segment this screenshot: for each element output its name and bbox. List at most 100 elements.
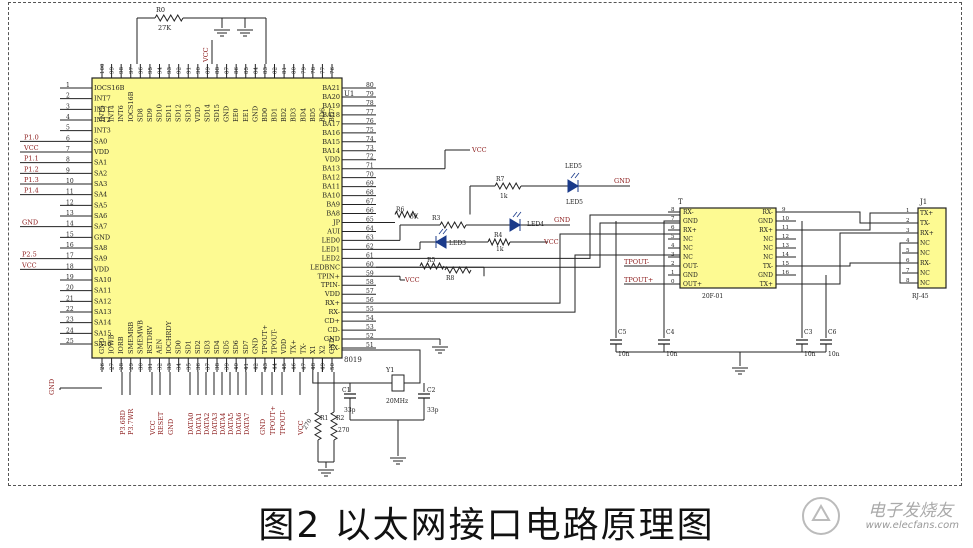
r7-resistor	[494, 181, 522, 191]
u1-bottom-pin-number: 32	[158, 363, 164, 370]
u1-right-pin-name: BA20	[322, 93, 340, 101]
u1-right-pin-name: JP	[332, 218, 341, 226]
u1-top-pin-number: 81	[282, 67, 288, 74]
u1-bottom-pin-number: 44	[273, 363, 279, 370]
t-to-rj45-wire	[796, 262, 902, 267]
u1-bottom-pin-name: VDD	[280, 339, 288, 355]
r0-value: 27K	[158, 24, 171, 32]
u1-left-pin-name: SA5	[94, 201, 107, 209]
u1-bottom-pin-name: TX-	[299, 343, 307, 354]
u1-right-pin-number: 59	[366, 270, 374, 277]
led4-diode-icon-rays	[512, 211, 522, 218]
u1-top-pin-name: SD14	[203, 104, 211, 122]
u1-bottom-pin-name: AEN	[156, 339, 164, 355]
rj45-pin-number: 7	[906, 268, 910, 274]
u1-right-pin-name: BA14	[322, 147, 340, 155]
transformer-ref: T	[678, 198, 683, 206]
u1-top-pin-name: SD11	[165, 104, 173, 122]
bottom-net-label: VCC	[297, 420, 305, 436]
y1-ref: Y1	[385, 366, 394, 374]
transformer-right-pin-number: 11	[782, 225, 789, 231]
u1-bottom-pin-number: 40	[234, 363, 240, 370]
ground-icon	[390, 457, 406, 465]
vcc-mid-label: VCC	[404, 276, 420, 284]
u1-right-pin-name: VDD	[324, 290, 340, 298]
u1-bottom-pin-number: 49	[320, 363, 326, 370]
left-net-label: P1.0	[24, 133, 39, 141]
u1-top-pin-name: VDD	[194, 107, 202, 123]
transformer-cap-value: 10n	[828, 351, 840, 358]
u1-right-pin-name: TPIN+	[318, 272, 340, 280]
u1-bottom-pin-name: TX+	[290, 340, 298, 354]
bottom-net-label: DATA5	[227, 413, 235, 435]
transformer-right-pin-number: 12	[782, 234, 789, 240]
u1-bottom-pin-number: 39	[225, 363, 231, 370]
u1-top-pin-name: BD7	[328, 108, 336, 122]
transformer-right-pin-name: TX+	[760, 281, 773, 288]
u1-top-pin-number: 95	[148, 67, 154, 74]
u1-top-pin-name: BD3	[290, 108, 298, 122]
c1-value: 33p	[344, 407, 356, 414]
u1-right-pin-name: BA13	[322, 165, 340, 173]
transformer-cap	[610, 339, 622, 345]
rx-to-transformer-wire	[376, 233, 680, 304]
u1-left-pin-name: VDD	[93, 265, 109, 273]
led3-diode-icon	[435, 235, 447, 249]
u1-right-pin-name: LED2	[322, 254, 340, 262]
u1-left-pin-name: INT1	[94, 105, 111, 113]
u1-left-pin-number: 14	[66, 221, 74, 228]
rx-to-transformer-wire	[376, 254, 680, 313]
u1-right-pin-name: VDD	[324, 156, 340, 164]
u1-top-pin-number: 93	[167, 67, 173, 74]
r1-ref: R1	[320, 415, 328, 422]
tpout-net-label: TPOUT-	[624, 258, 649, 266]
u1-bottom-pin-name: TPOUT+	[261, 325, 269, 354]
u1-right-pin-number: 72	[366, 154, 374, 161]
u1-chip-body	[91, 77, 343, 359]
bottom-net-label: DATA0	[187, 413, 195, 435]
u1-left-pin-number: 24	[66, 327, 74, 334]
left-p25-label: P2.5	[22, 251, 37, 259]
u1-top-pin-number: 97	[129, 67, 135, 74]
u1-top-pin-name: SD8	[136, 108, 144, 122]
led3-diode-icon-rays	[438, 228, 448, 235]
transformer-left-pin-number: 0	[671, 279, 675, 285]
u1-left-pin-name: SA8	[94, 244, 107, 252]
u1-right-pin-number: 73	[366, 145, 374, 152]
u1-top-pin-number: 91	[186, 67, 192, 74]
r3-resistor	[439, 220, 467, 230]
transformer-cap-wire	[663, 220, 668, 338]
r6-resistor	[394, 210, 418, 219]
watermark-logo-icon	[802, 497, 840, 535]
u1-left-pin-number: 9	[66, 167, 70, 174]
u1-left-pin-number: 5	[66, 125, 70, 132]
transformer-cap-ref: C4	[666, 329, 675, 336]
transformer-right-pin-name: NC	[763, 236, 773, 243]
transformer-left-pin-number: 1	[671, 270, 675, 276]
c1-ref: C1	[342, 387, 350, 394]
transformer-cap-value: 10n	[618, 351, 630, 358]
transformer-left-pin-number: 3	[671, 252, 675, 258]
u1-right-pin-number: 69	[366, 181, 374, 188]
u1-top-pin-name: EE1	[242, 108, 250, 122]
u1-bottom-pin-number: 45	[282, 363, 288, 370]
u1-bottom-pin-number: 48	[311, 363, 317, 370]
u1-right-pin-name: CD-	[327, 326, 340, 334]
transformer-part: 20F-01	[702, 293, 723, 300]
u1-right-pin-number: 51	[366, 342, 374, 349]
u1-left-pin-name: IOCS16B	[94, 84, 125, 92]
ground-icon	[237, 29, 253, 37]
bottom-net-label: DATA3	[211, 413, 219, 435]
y1-crystal	[391, 374, 405, 392]
u1-top-pin-name: BD6	[318, 108, 326, 122]
u1-bottom-pin-name: SMEMWB	[136, 320, 144, 354]
u1-left-pin-number: 1	[66, 82, 70, 89]
u1-right-pin-number: 65	[366, 216, 374, 223]
u1-right-pin-name: TPIN-	[321, 281, 340, 289]
transformer-left-pin-name: NC	[683, 254, 693, 261]
u1-right-pin-number: 52	[366, 333, 374, 340]
c2-capacitor	[418, 393, 430, 399]
r1-value: 270	[302, 417, 314, 431]
u1-bottom-pin-name: IOWB	[108, 334, 116, 354]
vcc-right-label: VCC	[471, 146, 487, 154]
